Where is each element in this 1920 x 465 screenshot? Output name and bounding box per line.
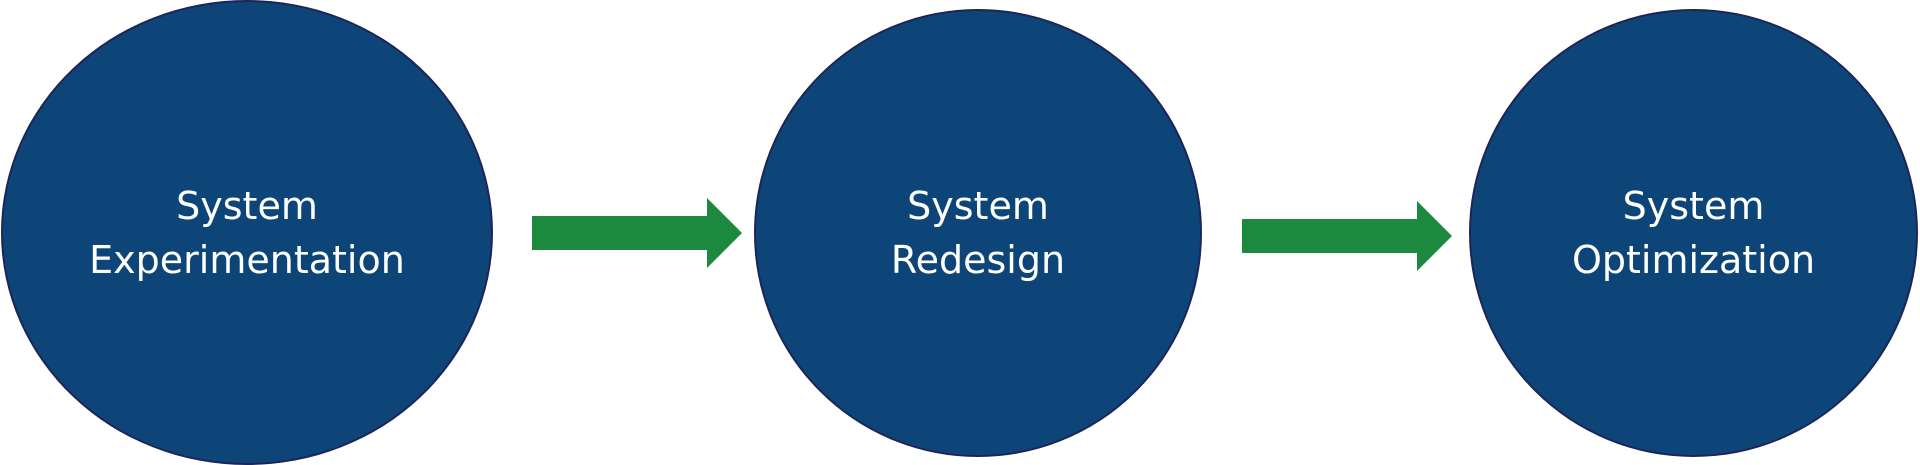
- node-label: System Redesign: [891, 179, 1065, 287]
- node-system-experimentation: System Experimentation: [1, 0, 493, 465]
- node-label-line-1: System: [176, 183, 318, 228]
- node-label-line-1: System: [907, 184, 1049, 228]
- node-label: System Experimentation: [89, 179, 405, 287]
- arrow-shape: [532, 198, 742, 268]
- node-label: System Optimization: [1572, 179, 1815, 287]
- right-arrow-icon: [532, 198, 742, 268]
- node-label-line-1: System: [1622, 184, 1765, 228]
- arrow-shape: [1242, 201, 1452, 271]
- node-label-line-2: Optimization: [1571, 238, 1816, 282]
- node-label-line-2: Redesign: [890, 238, 1066, 282]
- node-system-redesign: System Redesign: [754, 9, 1202, 457]
- node-label-line-2: Experimentation: [89, 237, 405, 282]
- node-system-optimization: System Optimization: [1469, 9, 1918, 457]
- right-arrow-icon: [1242, 201, 1452, 271]
